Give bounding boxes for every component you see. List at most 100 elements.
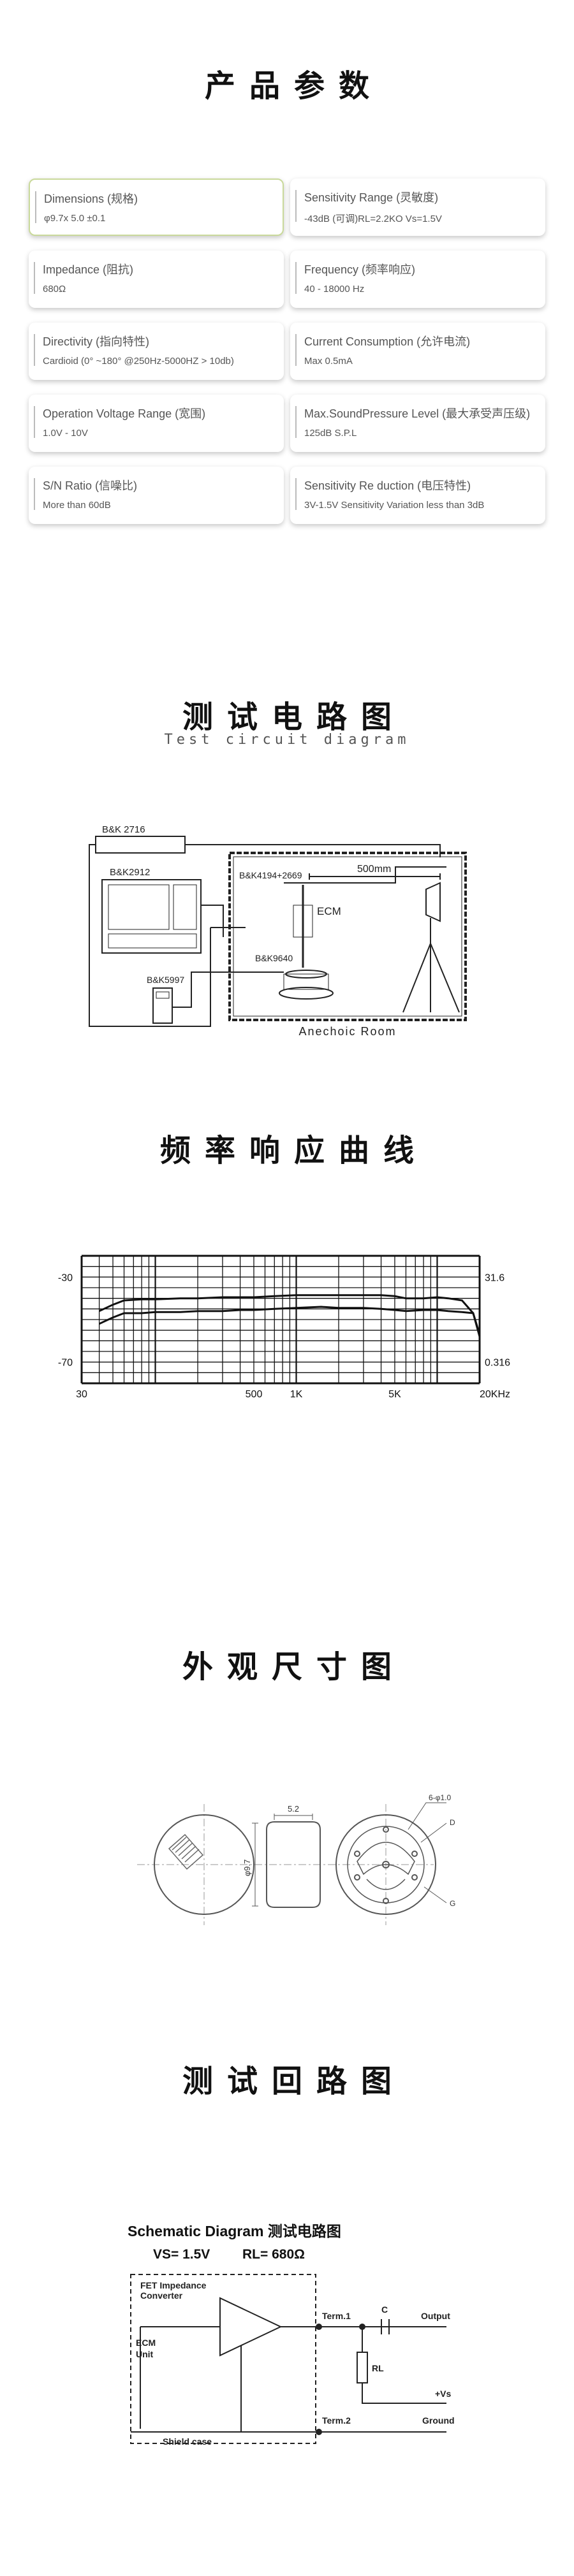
y-right-tick-label: 0.316 <box>485 1358 510 1369</box>
speaker <box>425 882 441 922</box>
term1-label: Term.1 <box>322 2311 351 2321</box>
bk2912-label: B&K2912 <box>110 867 150 878</box>
param-value: 40 - 18000 Hz <box>304 284 365 295</box>
back-view <box>335 1814 436 1915</box>
holes-label: 6-φ1.0 <box>429 1793 451 1802</box>
response-curve-1 <box>98 1294 481 1335</box>
rl-value: RL= 680Ω <box>242 2247 305 2262</box>
frequency-response-chart: 30 500 1K 5K 20KHz -30 -70 31.6 0.316 <box>58 1255 510 1400</box>
ecm-label: ECM <box>317 905 341 917</box>
param-card: Current Consumption (允许电流) Max 0.5mA <box>290 323 545 380</box>
output-label: Output <box>421 2311 450 2321</box>
front-view-circle <box>154 1814 254 1915</box>
param-value: 125dB S.P.L <box>304 428 357 439</box>
card-accent-bar <box>295 190 297 222</box>
dimensions-title: 外观尺寸图 <box>182 1649 406 1685</box>
param-value: 1.0V - 10V <box>43 428 88 439</box>
param-card: Sensitivity Re duction (电压特性) 3V-1.5V Sen… <box>290 467 545 524</box>
amplifier-symbol <box>219 2297 283 2357</box>
vs-plus-label: +Vs <box>435 2389 452 2399</box>
x-tick-label: 500 <box>246 1389 263 1400</box>
term2-label: Term.2 <box>322 2415 351 2426</box>
param-value: More than 60dB <box>43 500 111 511</box>
side-view <box>266 1821 321 1908</box>
unit-label: Unit <box>136 2349 154 2359</box>
param-card: Directivity (指向特性) Cardioid (0° ~180° @25… <box>29 323 284 380</box>
response-curve-2 <box>98 1306 481 1337</box>
param-label: Sensitivity Range (灵敏度) <box>304 191 439 204</box>
param-value: φ9.7x 5.0 ±0.1 <box>44 213 106 224</box>
ecm-label: ECM <box>136 2338 156 2348</box>
test-circuit-subtitle: Test circuit diagram <box>164 732 410 748</box>
param-card: S/N Ratio (信噪比) More than 60dB <box>29 467 284 524</box>
schematic-heading: Schematic Diagram 测试电路图 <box>128 2223 341 2239</box>
converter-label: Converter <box>140 2290 183 2301</box>
card-accent-bar <box>295 478 297 510</box>
param-label: Dimensions (规格) <box>44 193 138 205</box>
anechoic-room-box <box>228 852 467 1021</box>
card-accent-bar <box>34 478 35 510</box>
bk9640-turntable <box>279 987 334 1000</box>
param-card: Max.SoundPressure Level (最大承受声压级) 125dB S… <box>290 395 545 452</box>
shield-case-label: Shield case <box>163 2436 212 2447</box>
param-label: Max.SoundPressure Level (最大承受声压级) <box>304 407 531 420</box>
diameter-dimension: φ9.7 <box>242 1859 252 1877</box>
param-card: Operation Voltage Range (宽围) 1.0V - 10V <box>29 395 284 452</box>
fet-label: FET Impedance <box>140 2280 207 2290</box>
param-label: Current Consumption (允许电流) <box>304 335 471 348</box>
card-accent-bar <box>35 191 36 223</box>
x-tick-label: 1K <box>290 1389 303 1400</box>
bk5997-box <box>152 987 173 1024</box>
param-card: Frequency (频率响应) 40 - 18000 Hz <box>290 251 545 308</box>
schematic-diagram: Schematic Diagram 测试电路图 VS= 1.5V RL= 680… <box>128 2223 455 2447</box>
card-accent-bar <box>295 406 297 438</box>
test-circuit-diagram: B&K 2716 B&K2912 B&K4194+2669 ECM 500mm … <box>89 824 467 1038</box>
card-accent-bar <box>34 334 35 366</box>
card-accent-bar <box>34 406 35 438</box>
param-label: Operation Voltage Range (宽围) <box>43 407 206 420</box>
param-value: Cardioid (0° ~180° @250Hz-5000HZ > 10db) <box>43 356 234 367</box>
y-left-tick-label: -30 <box>58 1272 73 1283</box>
param-card: Impedance (阻抗) 680Ω <box>29 251 284 308</box>
param-label: Frequency (频率响应) <box>304 263 416 276</box>
params-title: 产品参数 <box>204 68 383 104</box>
fabric-patch <box>168 1833 204 1870</box>
param-value: Max 0.5mA <box>304 356 353 367</box>
param-label: Directivity (指向特性) <box>43 335 149 348</box>
width-dimension: 5.2 <box>288 1804 299 1814</box>
param-value: -43dB (可调)RL=2.2KO Vs=1.5V <box>304 214 442 224</box>
frequency-title: 频率响应曲线 <box>159 1133 428 1168</box>
anechoic-room-label: Anechoic Room <box>298 1025 396 1038</box>
card-accent-bar <box>295 262 297 294</box>
terminal-d-label: D <box>450 1818 455 1827</box>
bk9640-label: B&K9640 <box>255 953 293 963</box>
param-label: Impedance (阻抗) <box>43 263 134 276</box>
dimensions-drawing: 5.2 φ9.7 6-φ1.0 D G <box>137 1793 455 1925</box>
bk2912-analyzer <box>101 879 202 954</box>
resistor-label: RL <box>372 2363 384 2373</box>
x-tick-label: 5K <box>388 1389 401 1400</box>
tripod <box>402 918 460 1013</box>
card-accent-bar <box>295 334 297 366</box>
ground-label: Ground <box>422 2415 455 2426</box>
card-accent-bar <box>34 262 35 294</box>
bk2716-label: B&K 2716 <box>102 824 145 835</box>
distance-label: 500mm <box>357 864 391 875</box>
y-right-tick-label: 31.6 <box>485 1272 504 1283</box>
shield-case-box <box>130 2274 316 2444</box>
test-circuit-title: 测试电路图 <box>182 699 406 735</box>
y-left-tick-label: -70 <box>58 1358 73 1369</box>
bk4194-label: B&K4194+2669 <box>239 870 302 880</box>
bk5997-label: B&K5997 <box>147 975 184 985</box>
param-label: Sensitivity Re duction (电压特性) <box>304 479 471 492</box>
param-value: 3V-1.5V Sensitivity Variation less than … <box>304 500 485 511</box>
vs-value: VS= 1.5V <box>153 2247 210 2262</box>
param-label: S/N Ratio (信噪比) <box>43 479 138 492</box>
x-tick-label: 30 <box>76 1389 87 1400</box>
x-tick-label: 20KHz <box>480 1389 510 1400</box>
param-value: 680Ω <box>43 284 66 295</box>
schematic-title: 测试回路图 <box>182 2063 406 2099</box>
param-card: Sensitivity Range (灵敏度) -43dB (可调)RL=2.2K… <box>290 178 545 236</box>
param-card: Dimensions (规格) φ9.7x 5.0 ±0.1 <box>29 178 284 236</box>
capacitor-label: C <box>381 2304 388 2315</box>
